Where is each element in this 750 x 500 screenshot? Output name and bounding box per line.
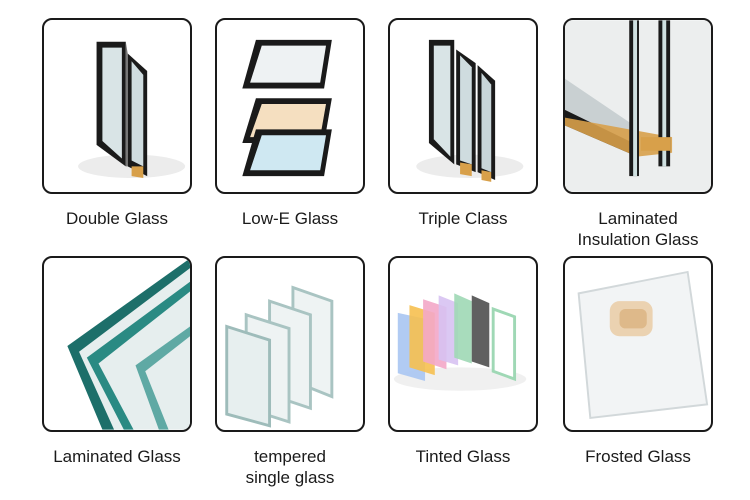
low-e-glass-illustration [242, 39, 332, 177]
triple-class-illustration [416, 39, 524, 182]
frosted-glass-card [563, 256, 713, 432]
tempered-single-glass-illustration [225, 285, 334, 428]
laminated-glass-card [42, 256, 192, 432]
low-e-glass-caption: Low-E Glass [205, 208, 375, 229]
low-e-glass-card [215, 18, 365, 194]
frosted-glass-illustration [577, 270, 709, 420]
laminated-insulation-glass-card [563, 18, 713, 194]
caption-text: Triple Class [418, 209, 508, 228]
caption-text: Tinted Glass [415, 447, 511, 466]
double-glass-card [42, 18, 192, 194]
frosted-glass-caption: Frosted Glass [553, 446, 723, 467]
caption-line-1: Laminated [598, 209, 678, 228]
laminated-glass-illustration [67, 258, 190, 430]
caption-text: Laminated Glass [53, 447, 181, 466]
tinted-glass-card [388, 256, 538, 432]
caption-text: Low-E Glass [241, 209, 339, 228]
double-glass-illustration [78, 41, 186, 179]
laminated-glass-caption: Laminated Glass [32, 446, 202, 467]
tempered-single-glass-card [215, 256, 365, 432]
tinted-glass-caption: Tinted Glass [378, 446, 548, 467]
caption-line-1: tempered [254, 447, 326, 466]
tempered-single-glass-caption: tempered single glass [205, 446, 375, 488]
laminated-insulation-glass-illustration [565, 20, 711, 192]
caption-line-2: Insulation Glass [577, 230, 699, 249]
caption-text: Frosted Glass [585, 447, 691, 466]
triple-class-caption: Triple Class [378, 208, 548, 229]
double-glass-caption: Double Glass [32, 208, 202, 229]
caption-line-2: single glass [245, 468, 335, 487]
triple-class-card [388, 18, 538, 194]
laminated-insulation-glass-caption: Laminated Insulation Glass [553, 208, 723, 250]
caption-text: Double Glass [65, 209, 169, 228]
tinted-glass-illustration [393, 293, 527, 391]
